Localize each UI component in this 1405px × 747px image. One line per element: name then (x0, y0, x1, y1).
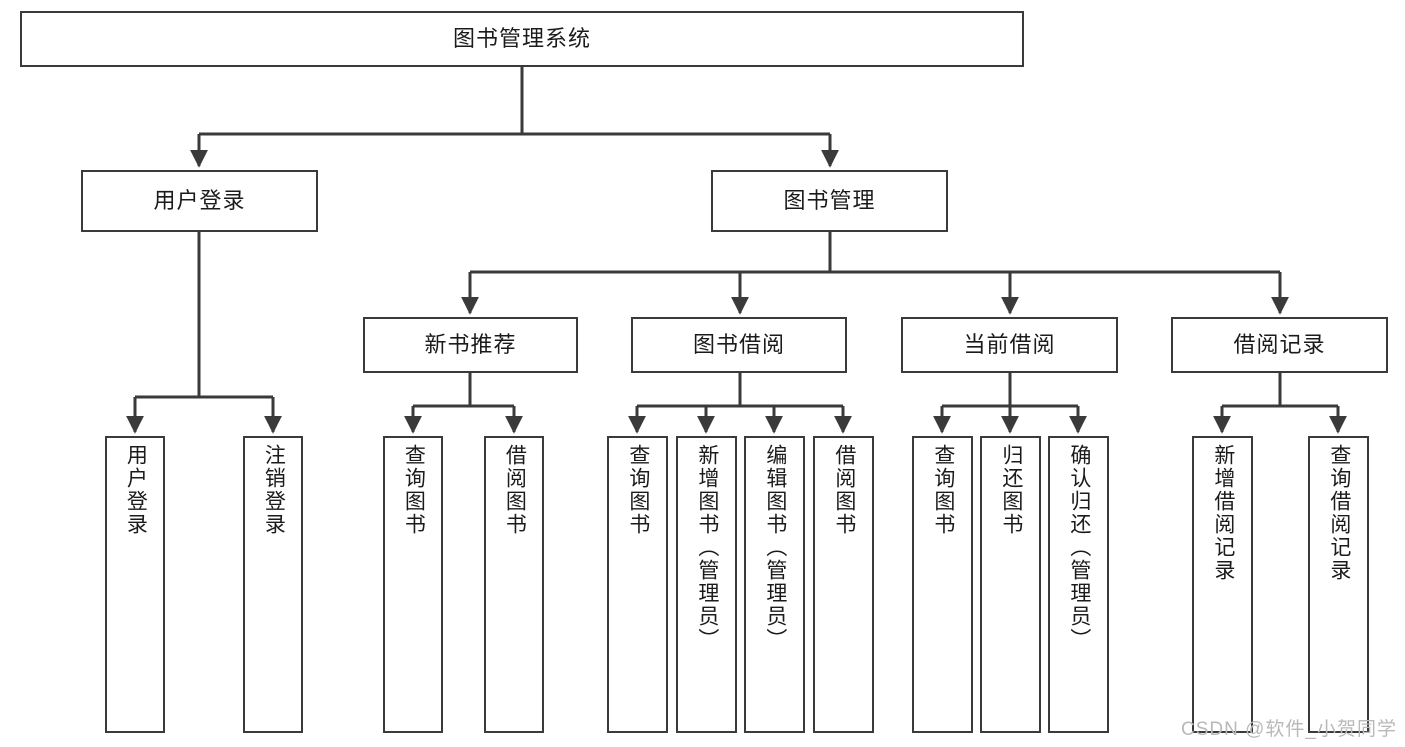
node-root-system-label: 图书管理系统 (452, 25, 591, 51)
node-current-borrow[interactable]: 当前借阅 (901, 317, 1118, 373)
node-user-login[interactable]: 用户登录 (81, 170, 318, 232)
leaf-new-book-borrow[interactable]: 借阅图书 (484, 436, 544, 733)
leaf-book-borrow-edit[interactable]: 编辑图书（管理员） (744, 436, 805, 733)
node-book-management[interactable]: 图书管理 (711, 170, 948, 232)
leaf-book-borrow-query[interactable]: 查询图书 (607, 436, 668, 733)
leaf-book-borrow-add-label: 新增图书（管理员） (695, 444, 719, 651)
leaf-current-borrow-confirm-label: 确认归还（管理员） (1067, 444, 1091, 651)
leaf-book-borrow-borrow[interactable]: 借阅图书 (813, 436, 874, 733)
leaf-user-login-logout-label: 注销登录 (262, 444, 286, 536)
leaf-borrow-record-add-label: 新增借阅记录 (1211, 444, 1235, 582)
leaf-current-borrow-return-label: 归还图书 (999, 444, 1023, 536)
leaf-user-login-login[interactable]: 用户登录 (105, 436, 165, 733)
node-borrow-record[interactable]: 借阅记录 (1171, 317, 1388, 373)
node-book-borrow-label: 图书借阅 (692, 331, 785, 357)
node-book-borrow[interactable]: 图书借阅 (631, 317, 847, 373)
leaf-book-borrow-query-label: 查询图书 (626, 444, 650, 536)
leaf-user-login-logout[interactable]: 注销登录 (243, 436, 303, 733)
leaf-borrow-record-add[interactable]: 新增借阅记录 (1192, 436, 1253, 733)
node-user-login-label: 用户登录 (153, 187, 246, 213)
node-new-book-recommend-label: 新书推荐 (424, 331, 517, 357)
node-borrow-record-label: 借阅记录 (1233, 331, 1326, 357)
leaf-book-borrow-add[interactable]: 新增图书（管理员） (676, 436, 737, 733)
leaf-new-book-borrow-label: 借阅图书 (503, 444, 527, 536)
leaf-current-borrow-query-label: 查询图书 (931, 444, 955, 536)
leaf-user-login-login-label: 用户登录 (124, 444, 148, 536)
node-root-system[interactable]: 图书管理系统 (20, 11, 1024, 67)
leaf-borrow-record-query-label: 查询借阅记录 (1327, 444, 1351, 582)
leaf-current-borrow-query[interactable]: 查询图书 (912, 436, 973, 733)
leaf-book-borrow-edit-label: 编辑图书（管理员） (763, 444, 787, 651)
leaf-new-book-query[interactable]: 查询图书 (383, 436, 443, 733)
leaf-current-borrow-confirm[interactable]: 确认归还（管理员） (1048, 436, 1109, 733)
watermark-text: CSDN @软件_小贺同学 (1181, 719, 1397, 740)
node-new-book-recommend[interactable]: 新书推荐 (363, 317, 578, 373)
leaf-new-book-query-label: 查询图书 (402, 444, 426, 536)
leaf-book-borrow-borrow-label: 借阅图书 (832, 444, 856, 536)
leaf-current-borrow-return[interactable]: 归还图书 (980, 436, 1041, 733)
leaf-borrow-record-query[interactable]: 查询借阅记录 (1308, 436, 1369, 733)
node-current-borrow-label: 当前借阅 (963, 331, 1056, 357)
node-book-management-label: 图书管理 (783, 187, 876, 213)
